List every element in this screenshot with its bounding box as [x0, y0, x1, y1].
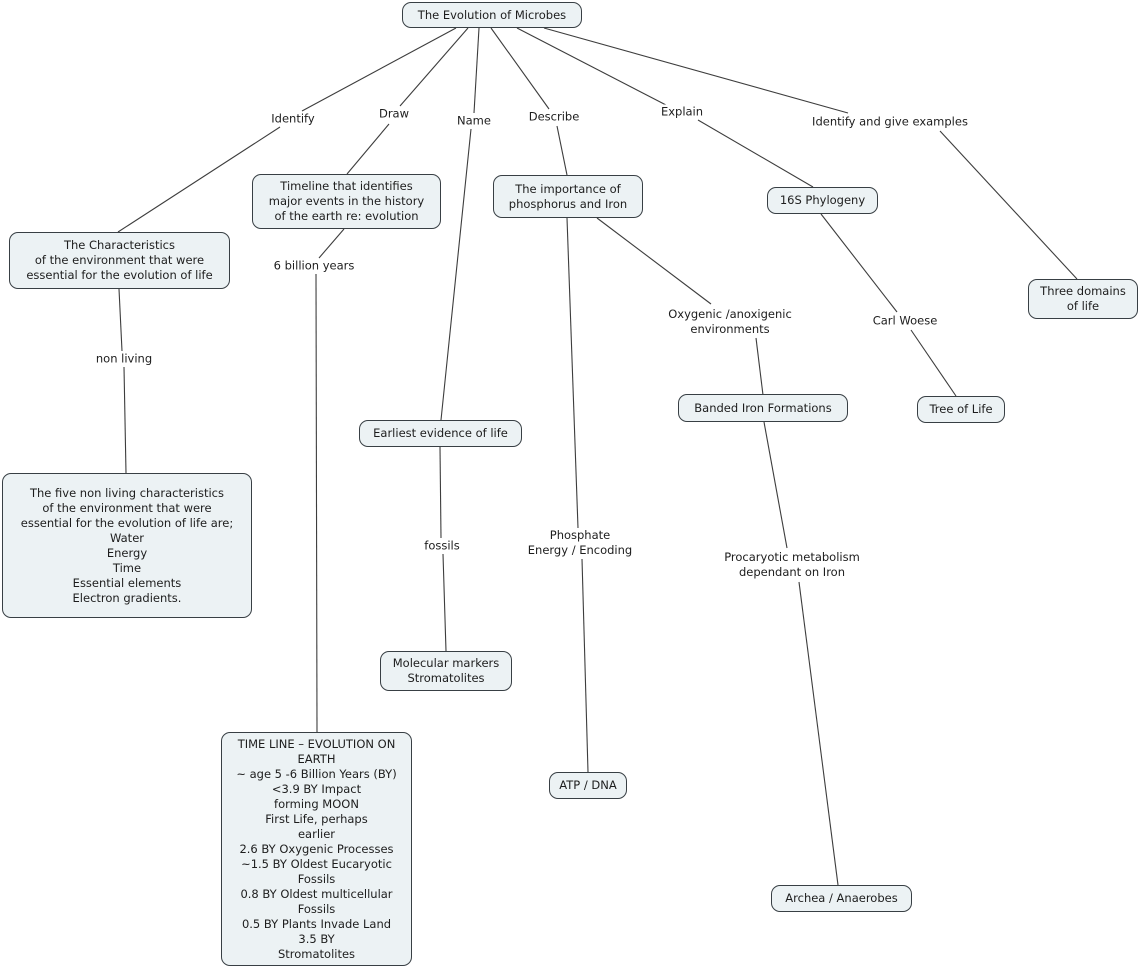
edge-root-identify [301, 27, 457, 112]
node-five-non-living-characteristics[interactable]: The five non living characteristics of t… [2, 473, 252, 618]
node-molecular-markers-stromatolites[interactable]: Molecular markers Stromatolites [380, 651, 512, 691]
edge-root-describe [490, 27, 550, 110]
node-16s-phylogeny[interactable]: 16S Phylogeny [767, 187, 878, 214]
node-three-domains-of-life[interactable]: Three domains of life [1028, 279, 1138, 319]
link-label-identify[interactable]: Identify [268, 111, 318, 127]
edge-identify-examples-three-domains [939, 130, 1078, 280]
node-banded-iron-formations[interactable]: Banded Iron Formations [678, 394, 848, 422]
link-label-identify-examples[interactable]: Identify and give examples [809, 114, 971, 130]
edge-describe-importance [556, 125, 568, 176]
edge-fossils-molecular-markers [442, 553, 447, 652]
edge-banded-iron-procaryotic [763, 421, 788, 549]
node-earliest-evidence-of-life[interactable]: Earliest evidence of life [359, 420, 522, 447]
edge-root-draw [399, 27, 469, 107]
link-label-describe[interactable]: Describe [525, 109, 583, 125]
edge-root-explain [516, 27, 667, 106]
edge-phylogeny-carl-woese [820, 213, 898, 313]
edge-root-identify-examples [543, 27, 849, 114]
edge-earliest-evidence-fossils [439, 446, 442, 539]
link-label-explain[interactable]: Explain [657, 104, 707, 120]
edge-root-name [473, 27, 480, 114]
link-label-non-living[interactable]: non living [92, 351, 156, 367]
link-label-carl-woese[interactable]: Carl Woese [869, 313, 941, 329]
edge-identify-characteristics [117, 126, 281, 233]
node-atp-dna[interactable]: ATP / DNA [549, 772, 627, 799]
edge-timeline-six-billion [318, 228, 345, 259]
link-label-fossils[interactable]: fossils [421, 538, 463, 554]
node-characteristics-environment[interactable]: The Characteristics of the environment t… [9, 232, 230, 289]
node-evolution-of-microbes[interactable]: The Evolution of Microbes [402, 2, 582, 28]
link-label-oxygenic[interactable]: Oxygenic /anoxigenic environments [665, 307, 795, 337]
link-label-draw[interactable]: Draw [375, 106, 413, 122]
edge-draw-timeline [346, 123, 390, 175]
node-tree-of-life[interactable]: Tree of Life [917, 396, 1005, 423]
link-label-procaryotic[interactable]: Procaryotic metabolism dependant on Iron [721, 550, 863, 580]
edge-six-billion-timeline-detail [315, 273, 318, 733]
link-label-phosphate[interactable]: Phosphate Energy / Encoding [524, 528, 636, 558]
edge-procaryotic-archea [798, 581, 839, 886]
edge-importance-phosphate [566, 217, 579, 529]
node-timeline-major-events[interactable]: Timeline that identifies major events in… [252, 174, 441, 229]
edge-name-earliest-evidence [440, 128, 472, 421]
edge-carl-woese-tree-of-life [910, 329, 957, 397]
edge-non-living-five-non-living [123, 366, 127, 474]
edge-importance-oxygenic [596, 217, 712, 305]
node-archea-anaerobes[interactable]: Archea / Anaerobes [771, 885, 912, 912]
edge-explain-phylogeny [697, 119, 814, 188]
edge-characteristics-non-living [118, 288, 123, 352]
link-label-name[interactable]: Name [454, 113, 494, 129]
edge-phosphate-atp-dna [581, 558, 589, 773]
node-timeline-evolution-on-earth[interactable]: TIME LINE – EVOLUTION ON EARTH ~ age 5 -… [221, 732, 412, 966]
node-importance-phosphorus-iron[interactable]: The importance of phosphorus and Iron [493, 175, 643, 218]
link-label-six-billion-years[interactable]: 6 billion years [270, 258, 358, 274]
edge-oxygenic-banded-iron [755, 337, 764, 396]
